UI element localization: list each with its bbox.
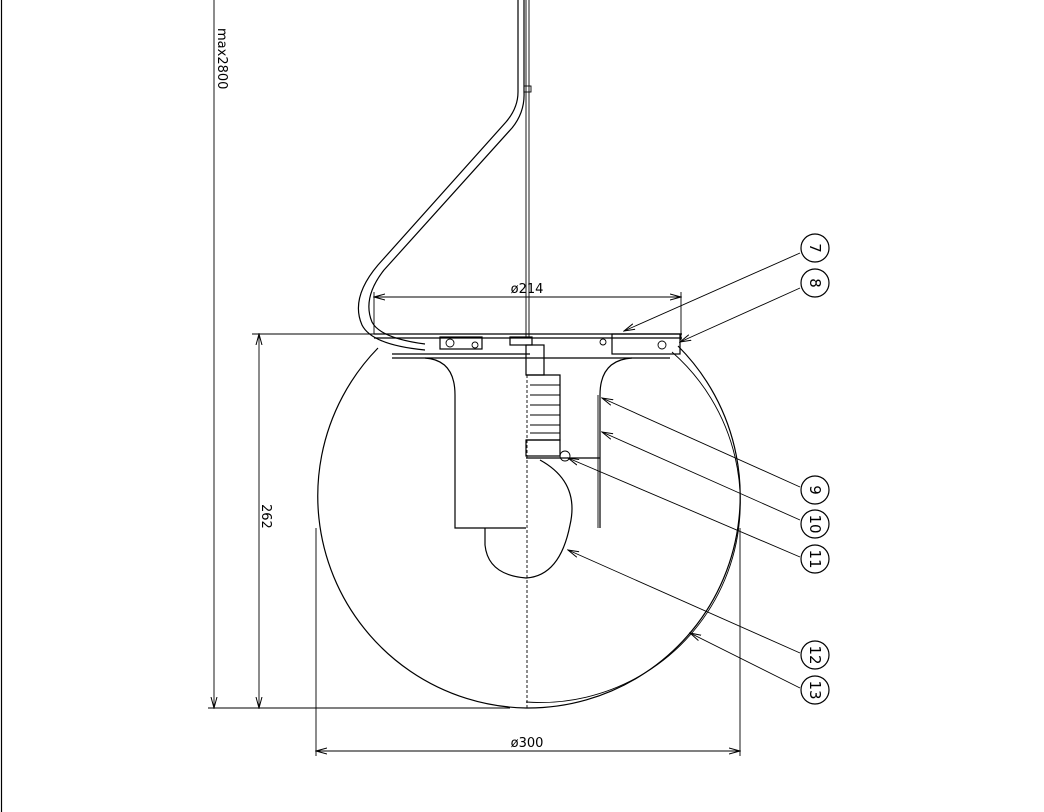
dimension-globe-diameter-label: ø300 — [511, 736, 544, 751]
callout-11-number: 11 — [806, 549, 824, 568]
power-cord — [357, 0, 525, 351]
dimension-plate-diameter: ø214 — [374, 282, 681, 340]
dimension-globe-diameter: ø300 — [316, 528, 740, 756]
lamp-socket — [525, 344, 600, 462]
callout-11: 11 — [800, 544, 830, 574]
light-bulb — [484, 459, 573, 579]
callout-13-number: 13 — [806, 680, 824, 699]
callout-8: 8 — [800, 268, 830, 298]
callout-9-number: 9 — [806, 485, 824, 495]
callout-8-number: 8 — [806, 278, 824, 288]
dimension-cable-length-label: max2800 — [214, 28, 229, 89]
callout-10-number: 10 — [806, 514, 824, 533]
dimension-height: 262 — [252, 334, 374, 708]
callout-10: 10 — [800, 509, 830, 539]
callout-13: 13 — [800, 675, 830, 705]
callout-12-number: 12 — [806, 645, 824, 664]
dimension-height-label: 262 — [258, 504, 273, 529]
callout-7-number: 7 — [806, 243, 824, 253]
mounting-plate — [374, 333, 682, 359]
dimension-cable-length: max2800 — [208, 0, 510, 708]
dimension-plate-diameter-label: ø214 — [511, 282, 544, 297]
callout-12: 12 — [800, 640, 830, 670]
inner-shade — [424, 357, 633, 529]
callout-7: 7 — [800, 233, 830, 263]
callout-9: 9 — [800, 475, 830, 505]
glass-globe — [317, 345, 741, 709]
leader-lines — [568, 252, 801, 689]
